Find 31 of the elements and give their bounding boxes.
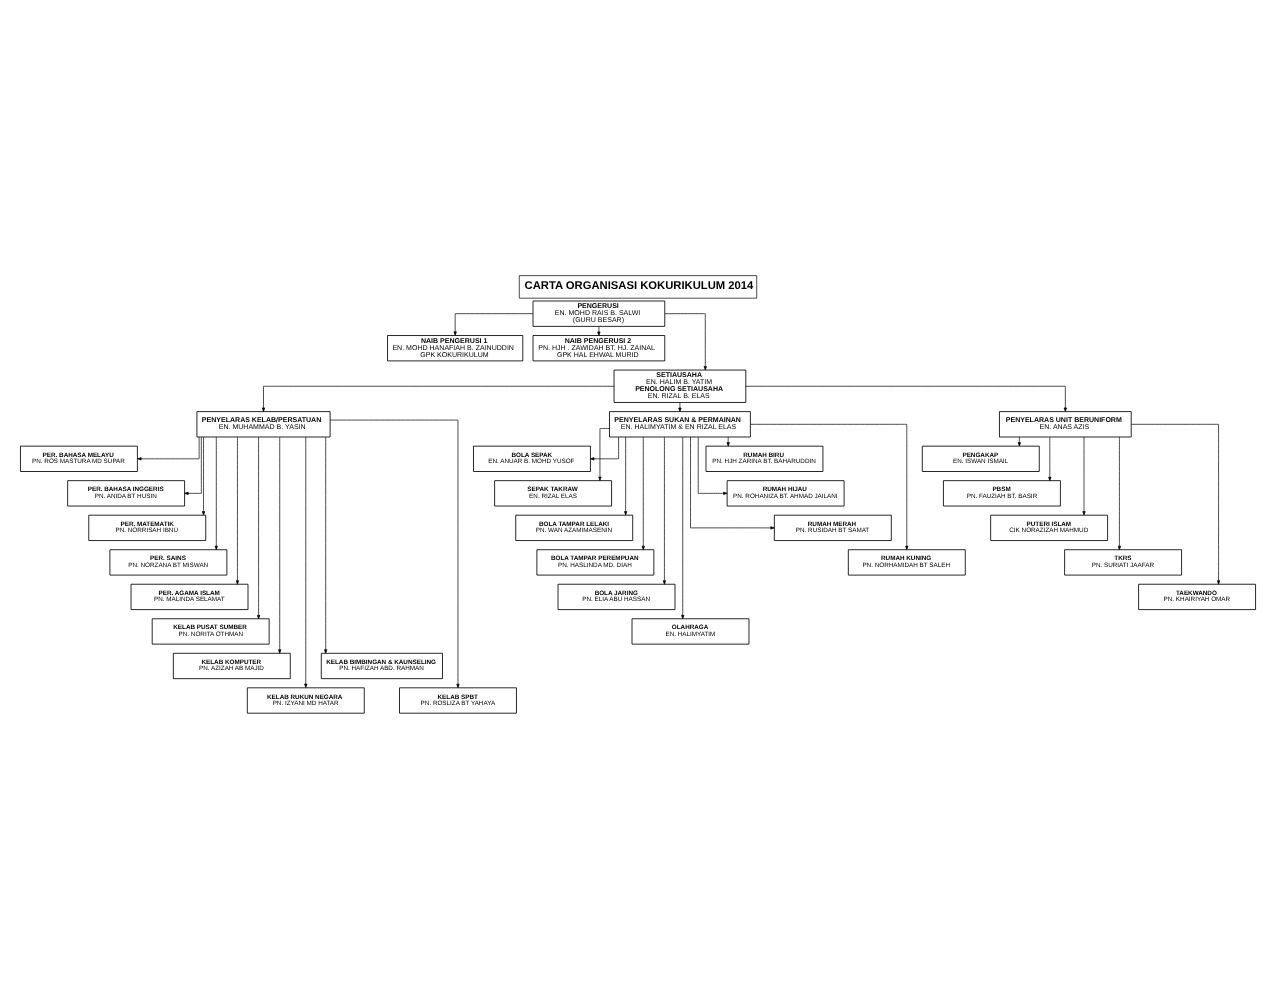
arrow	[1082, 436, 1086, 516]
arrow	[304, 436, 308, 688]
arrow	[678, 402, 682, 412]
arrow	[750, 423, 909, 550]
arrow	[453, 313, 534, 336]
arrow	[597, 326, 601, 336]
arrow	[235, 436, 240, 585]
arrow	[329, 419, 460, 689]
arrow	[201, 436, 206, 516]
arrow	[624, 436, 628, 516]
arrow	[726, 436, 730, 447]
arrow	[184, 436, 202, 495]
arrow	[214, 436, 218, 551]
arrow	[1117, 436, 1121, 551]
arrow	[662, 436, 666, 585]
arrow	[641, 436, 645, 551]
arrow	[1048, 436, 1052, 481]
arrow	[1017, 436, 1021, 447]
arrow	[697, 436, 728, 495]
arrow	[590, 436, 619, 461]
arrow	[261, 385, 615, 412]
arrow	[324, 436, 328, 654]
arrow	[137, 436, 200, 461]
arrow	[257, 436, 261, 620]
arrow	[745, 385, 1067, 412]
arrow	[278, 436, 282, 654]
arrow	[664, 313, 707, 371]
arrow	[1130, 423, 1221, 585]
arrow	[690, 436, 775, 530]
arrow	[598, 428, 610, 481]
arrow	[681, 436, 685, 620]
